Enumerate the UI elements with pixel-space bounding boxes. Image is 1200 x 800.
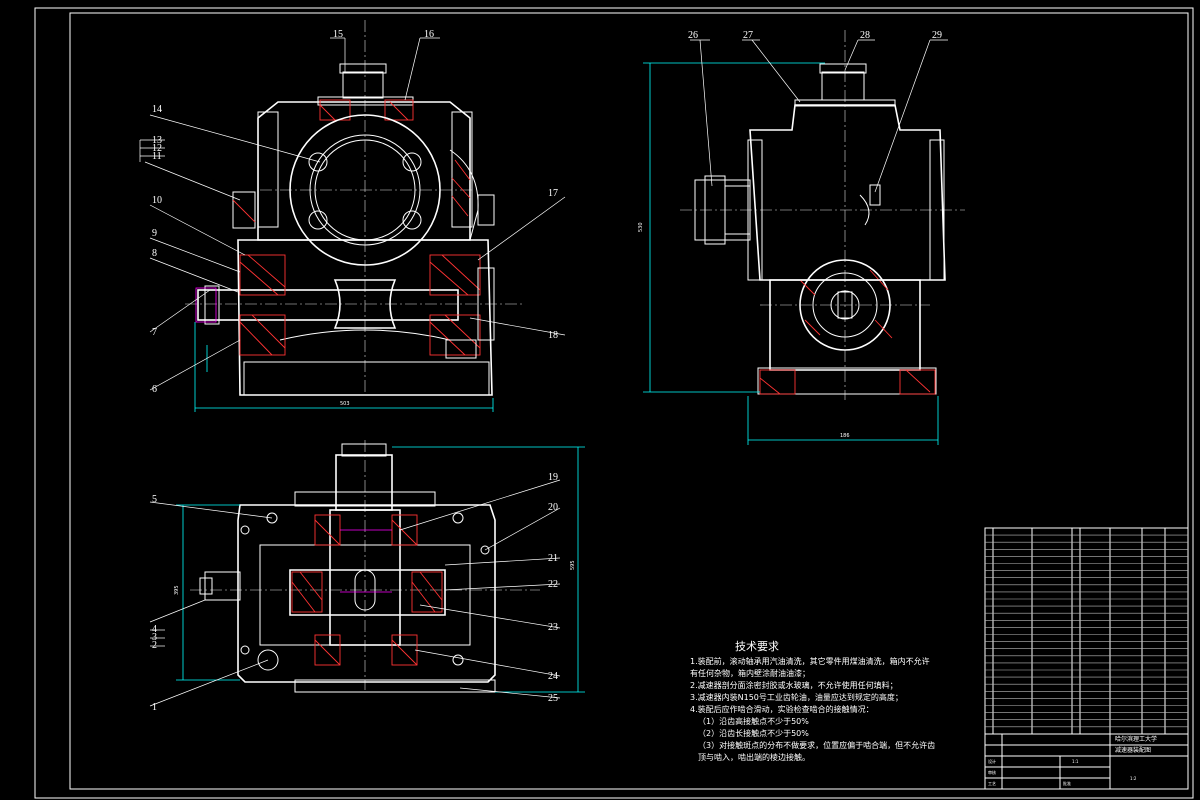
svg-text:23: 23 [548,622,558,633]
drawing-name: 减速器装配图 [1115,746,1151,754]
side-view-leaders [690,39,948,193]
svg-text:14: 14 [152,104,162,115]
svg-text:4: 4 [152,624,157,635]
side-width-dimension: 186 [840,433,850,439]
technical-requirements: 技术要求 1.装配前，滚动轴承用汽油清洗，其它零件用煤油清洗，箱内不允许 有任何… [690,640,935,762]
svg-text:4.装配后应作啮合滑动，实验检查啮合的接触情况：: 4.装配后应作啮合滑动，实验检查啮合的接触情况： [690,704,874,714]
svg-text:25: 25 [548,693,558,704]
top-height-right-dimension: 595 [570,560,576,570]
sign-label-approve: 批准 [1063,780,1071,786]
parts-list [984,527,1189,735]
front-width-dimension: 503 [340,401,350,407]
svg-text:2: 2 [152,640,157,651]
svg-text:2.减速器剖分面涂密封胶或水玻璃，不允许使用任何填料；: 2.减速器剖分面涂密封胶或水玻璃，不允许使用任何填料； [690,680,898,690]
svg-text:8: 8 [152,248,157,259]
svg-text:10: 10 [152,195,162,206]
side-height-dimension: 530 [638,222,644,232]
school-name: 哈尔滨理工大学 [1115,735,1157,743]
svg-text:3: 3 [152,632,157,643]
front-view-leaders [139,37,566,391]
svg-text:19: 19 [548,472,558,483]
side-view-part-numbers: 26 27 28 29 [688,30,942,41]
outer-border [34,7,1194,799]
svg-text:1: 1 [152,702,157,713]
svg-text:29: 29 [932,30,942,41]
svg-text:（3）对接触斑点的分布不做要求，位置应偏于啮合端，但不允许齿: （3）对接触斑点的分布不做要求，位置应偏于啮合端，但不允许齿 [698,740,935,750]
svg-text:26: 26 [688,30,698,41]
svg-text:1.装配前，滚动轴承用汽油清洗，其它零件用煤油清洗，箱内不允: 1.装配前，滚动轴承用汽油清洗，其它零件用煤油清洗，箱内不允许 [690,656,930,666]
svg-text:11: 11 [152,151,162,162]
svg-text:28: 28 [860,30,870,41]
sheet-value: 1:2 [1130,776,1137,781]
svg-text:20: 20 [548,502,558,513]
svg-text:5: 5 [152,494,157,505]
svg-text:7: 7 [152,327,157,338]
svg-text:（2）沿齿长接触点不少于50%: （2）沿齿长接触点不少于50% [698,728,809,738]
svg-text:27: 27 [743,30,753,41]
top-view: 395 595 [174,440,585,693]
front-view: 503 [185,20,525,412]
svg-text:16: 16 [424,29,434,40]
svg-text:有任何杂物，箱内壁涂耐油油漆；: 有任何杂物，箱内壁涂耐油油漆； [690,668,810,678]
svg-text:18: 18 [548,330,558,341]
top-height-left-dimension: 395 [174,585,180,595]
svg-text:9: 9 [152,228,157,239]
svg-text:3.减速器内装N150号工业齿轮油，油量应达到规定的高度；: 3.减速器内装N150号工业齿轮油，油量应达到规定的高度； [690,692,903,702]
svg-text:6: 6 [152,384,157,395]
svg-text:13: 13 [152,135,162,146]
svg-text:24: 24 [548,671,558,682]
svg-text:21: 21 [548,553,558,564]
sign-label-design: 设计 [988,758,996,764]
svg-text:顶与啮入，啮出端的棱边接触。: 顶与啮入，啮出端的棱边接触。 [698,752,810,762]
svg-text:17: 17 [548,188,558,199]
svg-text:22: 22 [548,579,558,590]
side-view: 530 186 [638,30,965,445]
front-view-part-numbers: 15 16 14 13 12 11 10 9 8 7 6 17 18 [152,29,558,395]
sign-label-review: 审核 [988,769,996,775]
svg-text:12: 12 [152,143,162,154]
inner-border [69,12,1189,790]
top-view-part-numbers: 5 4 3 2 1 19 20 21 22 23 24 25 [152,472,558,713]
title-block: 设计 审核 工艺 批准 哈尔滨理工大学 减速器装配图 1:1 1:2 [984,733,1189,790]
top-view-leaders [149,479,561,707]
scale-value: 1:1 [1072,759,1079,764]
svg-text:（1）沿齿高接触点不少于50%: （1）沿齿高接触点不少于50% [698,716,809,726]
tech-req-title: 技术要求 [735,640,779,653]
sign-label-process: 工艺 [988,781,996,786]
svg-text:15: 15 [333,29,343,40]
